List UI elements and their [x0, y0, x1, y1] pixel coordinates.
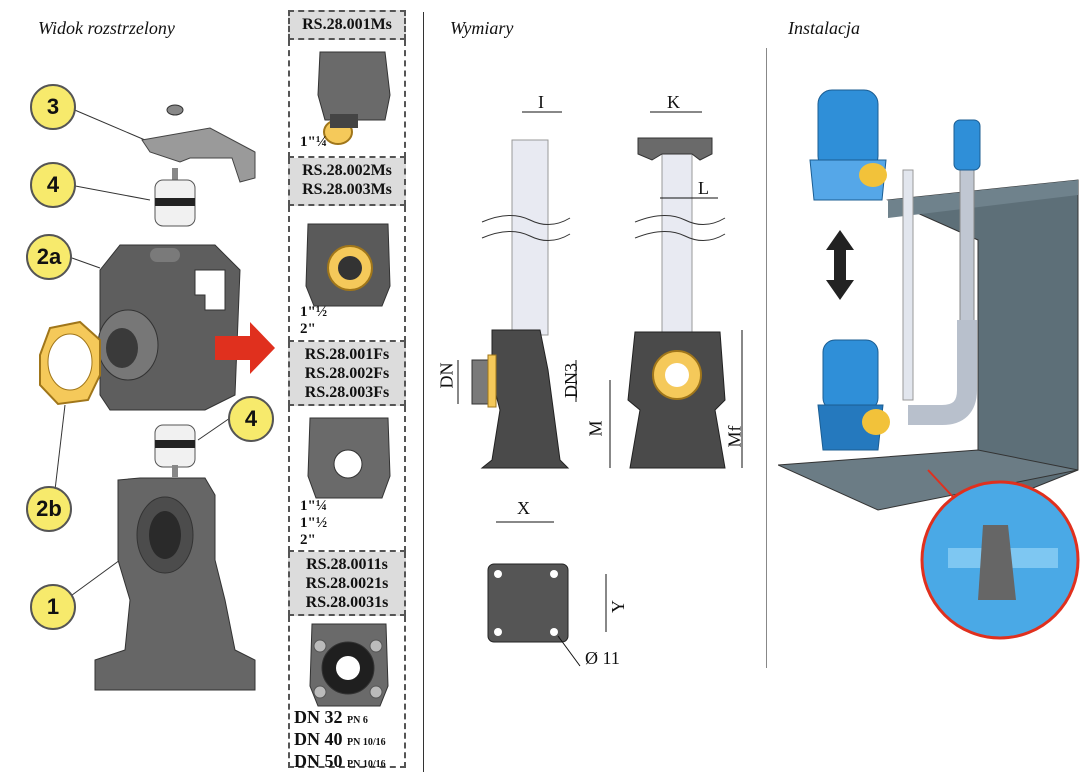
claw-fs-pic: 1"¼ 1"½ 2" [288, 406, 406, 552]
size-list: 1"½ 2" [300, 304, 327, 338]
flange-pn-label: PN 6 [347, 715, 368, 726]
flange-dn-label: DN 40 [294, 729, 343, 749]
code-box-4: RS.28.0011s RS.28.0021s RS.28.0031s [288, 552, 406, 616]
flange-pn-label: PN 10/16 [347, 737, 386, 748]
code-label: RS.28.001Fs [304, 346, 390, 363]
flange-dn-label: DN 50 [294, 751, 343, 771]
flange-list: DN 32 PN 6 DN 40 PN 10/16 DN 50 PN 10/16 [294, 708, 386, 774]
dimensions-drawing [457, 111, 743, 667]
code-label: RS.28.001Ms [302, 16, 392, 33]
dim-label-dn: DN [436, 362, 457, 389]
code-label: RS.28.002Fs [304, 365, 390, 382]
dim-label-x: X [517, 498, 530, 518]
flange-dn32: DN 32 PN 6 [294, 708, 386, 730]
dim-label-mf: Mf [724, 425, 745, 448]
code-label: RS.28.0021s [305, 575, 389, 592]
code-label: RS.28.002Ms [302, 162, 392, 179]
section-title-exploded: Widok rozstrzelony [38, 18, 175, 38]
size-list: 1"¼ 1"½ 2" [300, 498, 327, 549]
separator-line [423, 12, 424, 772]
code-label: RS.28.0011s [306, 556, 388, 573]
claw-ms-small-pic: 1"¼ [288, 40, 406, 158]
size-label: 1"½ [300, 515, 328, 531]
code-label: RS.28.003Ms [302, 181, 392, 198]
callout-1: 1 [30, 584, 76, 630]
flange-dn50: DN 50 PN 10/16 [294, 752, 386, 774]
size-label: 1"¼ [300, 134, 328, 150]
claw-flange-pic: DN 32 PN 6 DN 40 PN 10/16 DN 50 PN 10/16 [288, 616, 406, 771]
code-label: RS.28.0031s [305, 594, 389, 611]
callout-4-bottom: 4 [228, 396, 274, 442]
size-label: 1"¼ [300, 498, 328, 514]
callout-2b: 2b [26, 486, 72, 532]
dim-label-m: M [585, 420, 606, 437]
code-box-3: RS.28.001Fs RS.28.002Fs RS.28.003Fs [288, 342, 406, 406]
claw-ms-large-drawing [305, 223, 391, 307]
dim-label-dn3: DN3 [561, 363, 581, 398]
flange-dn40: DN 40 PN 10/16 [294, 730, 386, 752]
dim-label-k: K [667, 92, 680, 112]
claw-ms-large-pic: 1"½ 2" [288, 206, 406, 342]
callout-4-top: 4 [30, 162, 76, 208]
dim-label-l: L [698, 178, 709, 198]
code-label: RS.28.003Fs [304, 384, 390, 401]
claw-ms-small-drawing [317, 51, 391, 145]
dim-label-i: I [538, 92, 544, 112]
separator-line [766, 48, 767, 668]
exploded-view-drawing [39, 104, 275, 691]
claw-fs-drawing [307, 417, 391, 499]
section-title-installation: Instalacja [788, 18, 860, 38]
installation-drawing [778, 89, 1080, 640]
size-label: 1"½ [300, 304, 328, 320]
flange-dn-label: DN 32 [294, 707, 343, 727]
callout-2a: 2a [26, 234, 72, 280]
size-label: 2" [300, 321, 316, 337]
code-box-1: RS.28.001Ms [288, 10, 406, 40]
flange-pn-label: PN 10/16 [347, 759, 386, 770]
callout-3: 3 [30, 84, 76, 130]
section-title-dimensions: Wymiary [450, 18, 514, 38]
product-codes-column: RS.28.001Ms 1"¼ RS.28.002Ms RS.28.003Ms … [288, 10, 406, 771]
code-box-2: RS.28.002Ms RS.28.003Ms [288, 158, 406, 206]
dim-label-hole: Ø 11 [585, 648, 620, 668]
dim-label-y: Y [608, 600, 628, 613]
claw-flange-drawing [309, 623, 389, 707]
size-label: 2" [300, 532, 316, 548]
